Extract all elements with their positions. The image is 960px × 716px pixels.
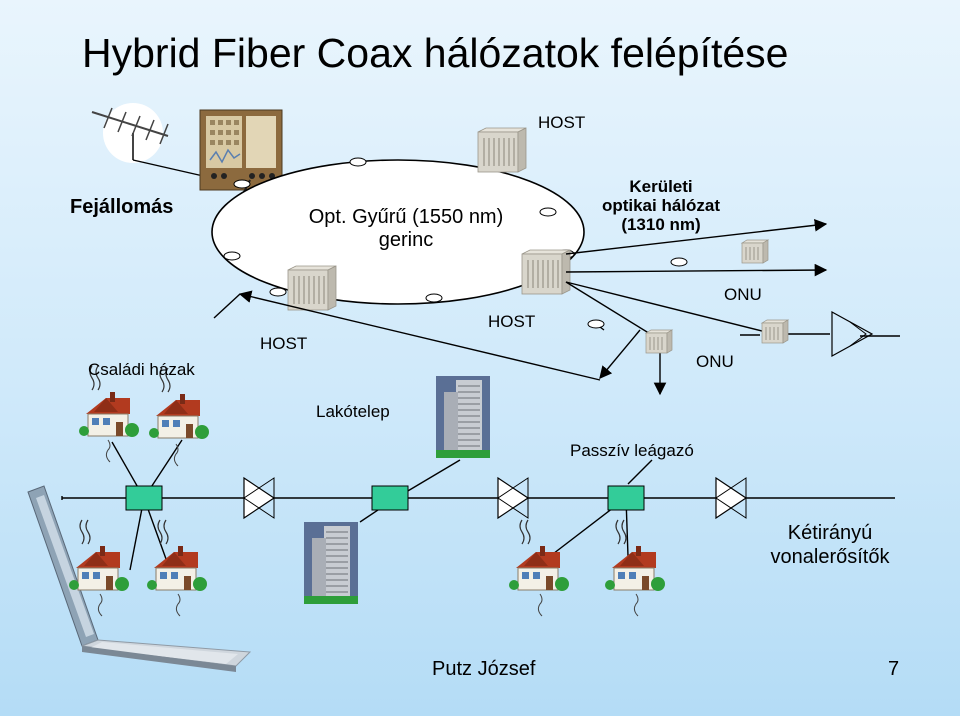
page-number: 7 <box>888 658 900 680</box>
building-icon <box>303 521 359 605</box>
amplifiers-label-line1: Kétirányú <box>787 522 873 544</box>
onu-icon <box>761 319 789 344</box>
amplifier-icon <box>831 310 874 358</box>
district-node <box>670 257 688 267</box>
footer-author: Putz József <box>432 658 536 680</box>
host-label: HOST <box>488 312 536 331</box>
housing-estate-label: Lakótelep <box>316 402 390 421</box>
host-rack-icon <box>521 249 571 295</box>
onu-label: ONU <box>724 285 762 304</box>
amplifier-icon <box>243 476 276 520</box>
district-label-line3: (1310 nm) <box>621 215 701 234</box>
house-icon <box>68 519 130 592</box>
amplifiers-label-line2: vonalerősítők <box>770 546 890 568</box>
splitter-box <box>607 485 645 511</box>
ring-node <box>425 293 443 303</box>
district-node <box>587 319 605 329</box>
antenna-icon <box>91 103 213 179</box>
house-icon <box>604 519 666 592</box>
headend-equipment-icon <box>199 109 283 197</box>
ring-node <box>223 251 241 261</box>
ring-label-line2: gerinc <box>378 229 434 251</box>
onu-icon <box>645 329 673 354</box>
amplifier-icon <box>715 476 748 520</box>
ring-node <box>233 179 251 189</box>
district-label-line1: Kerületi <box>629 177 693 196</box>
slide-title: Hybrid Fiber Coax hálózatok felépítése <box>82 30 789 76</box>
headend-label: Fejállomás <box>70 196 174 218</box>
ring-label-line1: Opt. Gyűrű (1550 nm) <box>308 206 504 228</box>
onu-icon <box>741 239 769 264</box>
onu-label: ONU <box>696 352 734 371</box>
ring-node <box>269 287 287 297</box>
ring-node <box>539 207 557 217</box>
host-label: HOST <box>260 334 308 353</box>
host-rack-icon <box>477 127 527 173</box>
amplifiers-label: Kétirányú vonalerősítők <box>740 521 920 569</box>
building-icon <box>435 375 491 459</box>
splitter-box <box>125 485 163 511</box>
district-network-label: Kerületi optikai hálózat (1310 nm) <box>586 177 736 234</box>
host-label: HOST <box>538 113 586 132</box>
ring-label: Opt. Gyűrű (1550 nm) gerinc <box>286 206 526 252</box>
host-rack-icon <box>287 265 337 311</box>
district-label-line2: optikai hálózat <box>601 196 721 215</box>
family-houses-label: Családi házak <box>88 360 195 379</box>
amplifier-icon <box>497 476 530 520</box>
laptop-icon <box>27 485 252 672</box>
ring-node <box>349 157 367 167</box>
house-icon <box>508 519 570 592</box>
passive-splitter-label: Passzív leágazó <box>570 441 694 460</box>
splitter-box <box>371 485 409 511</box>
